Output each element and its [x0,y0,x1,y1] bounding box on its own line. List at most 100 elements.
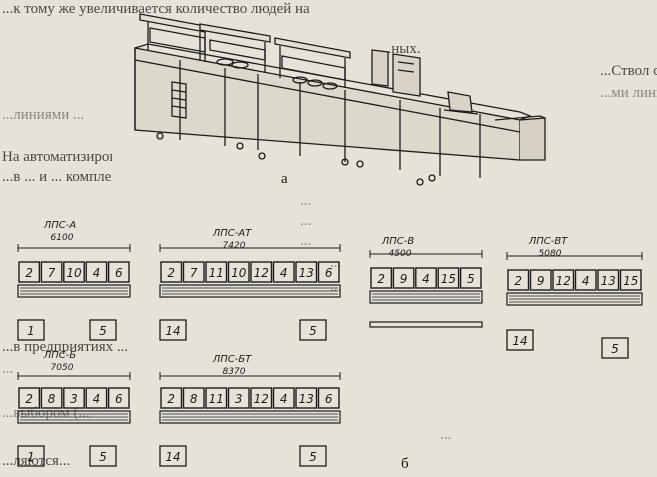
layout-code-label: ЛПС-Б [43,350,77,361]
module-box [63,387,85,409]
lower-module-box [89,319,117,341]
page-text-line: ...линиями ... [2,107,85,123]
page-text-line: ...Ствол самообслуживания комплектуется … [600,63,657,79]
lower-module-number: 14 [165,450,180,464]
module-box [63,261,85,283]
module-box [18,261,41,283]
tray-rail [17,410,131,424]
module-number: 4 [280,392,288,406]
lower-module-box [17,319,45,341]
module-box [227,387,250,409]
module-box [40,261,63,283]
module-box [107,261,130,283]
module-number: 7 [190,266,198,280]
module-box [250,387,273,409]
lower-module-box [299,445,327,467]
module-box [552,269,575,291]
layout-code-label: ЛПС-БТ [212,354,252,365]
module-box [317,261,340,283]
layout-code-label: ЛПС-АТ [212,228,252,239]
layout-length-label: 8370 [223,367,246,377]
module-box [272,387,295,409]
layout-length-label: 6100 [51,233,74,243]
module-number: 12 [254,266,269,280]
module-box [415,267,437,289]
module-box [182,387,205,409]
lower-module-box [159,445,187,467]
module-number: 3 [235,392,243,406]
module-box [227,261,250,283]
lower-module-box [299,319,327,341]
layout-code-label: ЛПС-В [381,236,415,247]
module-number: 2 [514,274,522,288]
lower-bar [369,321,483,328]
page-text-line: ...к тому же увеличивается количество лю… [2,1,310,17]
lower-module-box [506,329,534,351]
lower-module-number: 1 [27,450,35,464]
module-box [205,261,228,283]
module-box [437,267,460,289]
page-text-line: ...ми линий... [600,85,657,101]
module-number: 12 [556,274,571,288]
lower-module-box [17,445,45,467]
lower-module-box [89,445,117,467]
module-box [85,387,108,409]
module-number: 4 [582,274,590,288]
module-box [250,261,273,283]
module-number: 6 [325,392,333,406]
layout-code-label: ЛПС-ВТ [528,236,568,247]
tray-rail [159,284,341,298]
module-box [85,261,108,283]
figure-label-b: б [401,456,409,472]
page-text-line: ... [330,255,342,271]
module-number: 15 [623,274,638,288]
module-number: 13 [299,266,314,280]
module-box [295,261,318,283]
module-box [507,269,530,291]
module-box [597,269,620,291]
module-number: 10 [231,266,247,280]
module-number: 4 [93,392,101,406]
module-number: 2 [167,266,175,280]
module-box [529,269,552,291]
module-number: 6 [325,266,333,280]
lower-module-number: 14 [165,324,180,338]
lower-module-number: 5 [99,324,107,338]
layout-length-label: 7050 [51,363,74,373]
module-box [459,267,482,289]
lower-module-box [601,337,629,359]
module-number: 11 [209,392,224,406]
module-number: 13 [601,274,616,288]
tray-rail [506,292,643,306]
lower-module-number: 1 [27,324,35,338]
module-number: 2 [25,392,33,406]
module-box [272,261,295,283]
module-number: 4 [422,272,430,286]
module-box [295,387,318,409]
page-text-line: ... [300,193,312,209]
module-box [107,387,130,409]
page-text-line: ... [440,427,452,443]
lower-module-box [159,319,187,341]
module-box [182,261,205,283]
module-box [619,269,642,291]
module-number: 2 [167,392,175,406]
layout-length-label: 7420 [223,241,246,251]
module-box [317,387,340,409]
module-box [160,387,183,409]
module-number: 9 [400,272,408,286]
module-box [574,269,597,291]
module-box [160,261,183,283]
module-number: 10 [66,266,82,280]
module-number: 2 [25,266,33,280]
lower-module-number: 5 [611,342,619,356]
tray-rail [17,284,131,298]
module-number: 9 [537,274,545,288]
layout-length-label: 5080 [539,249,562,259]
module-number: 6 [115,266,123,280]
lower-module-number: 14 [512,334,527,348]
module-number: 13 [299,392,314,406]
module-number: 5 [467,272,475,286]
